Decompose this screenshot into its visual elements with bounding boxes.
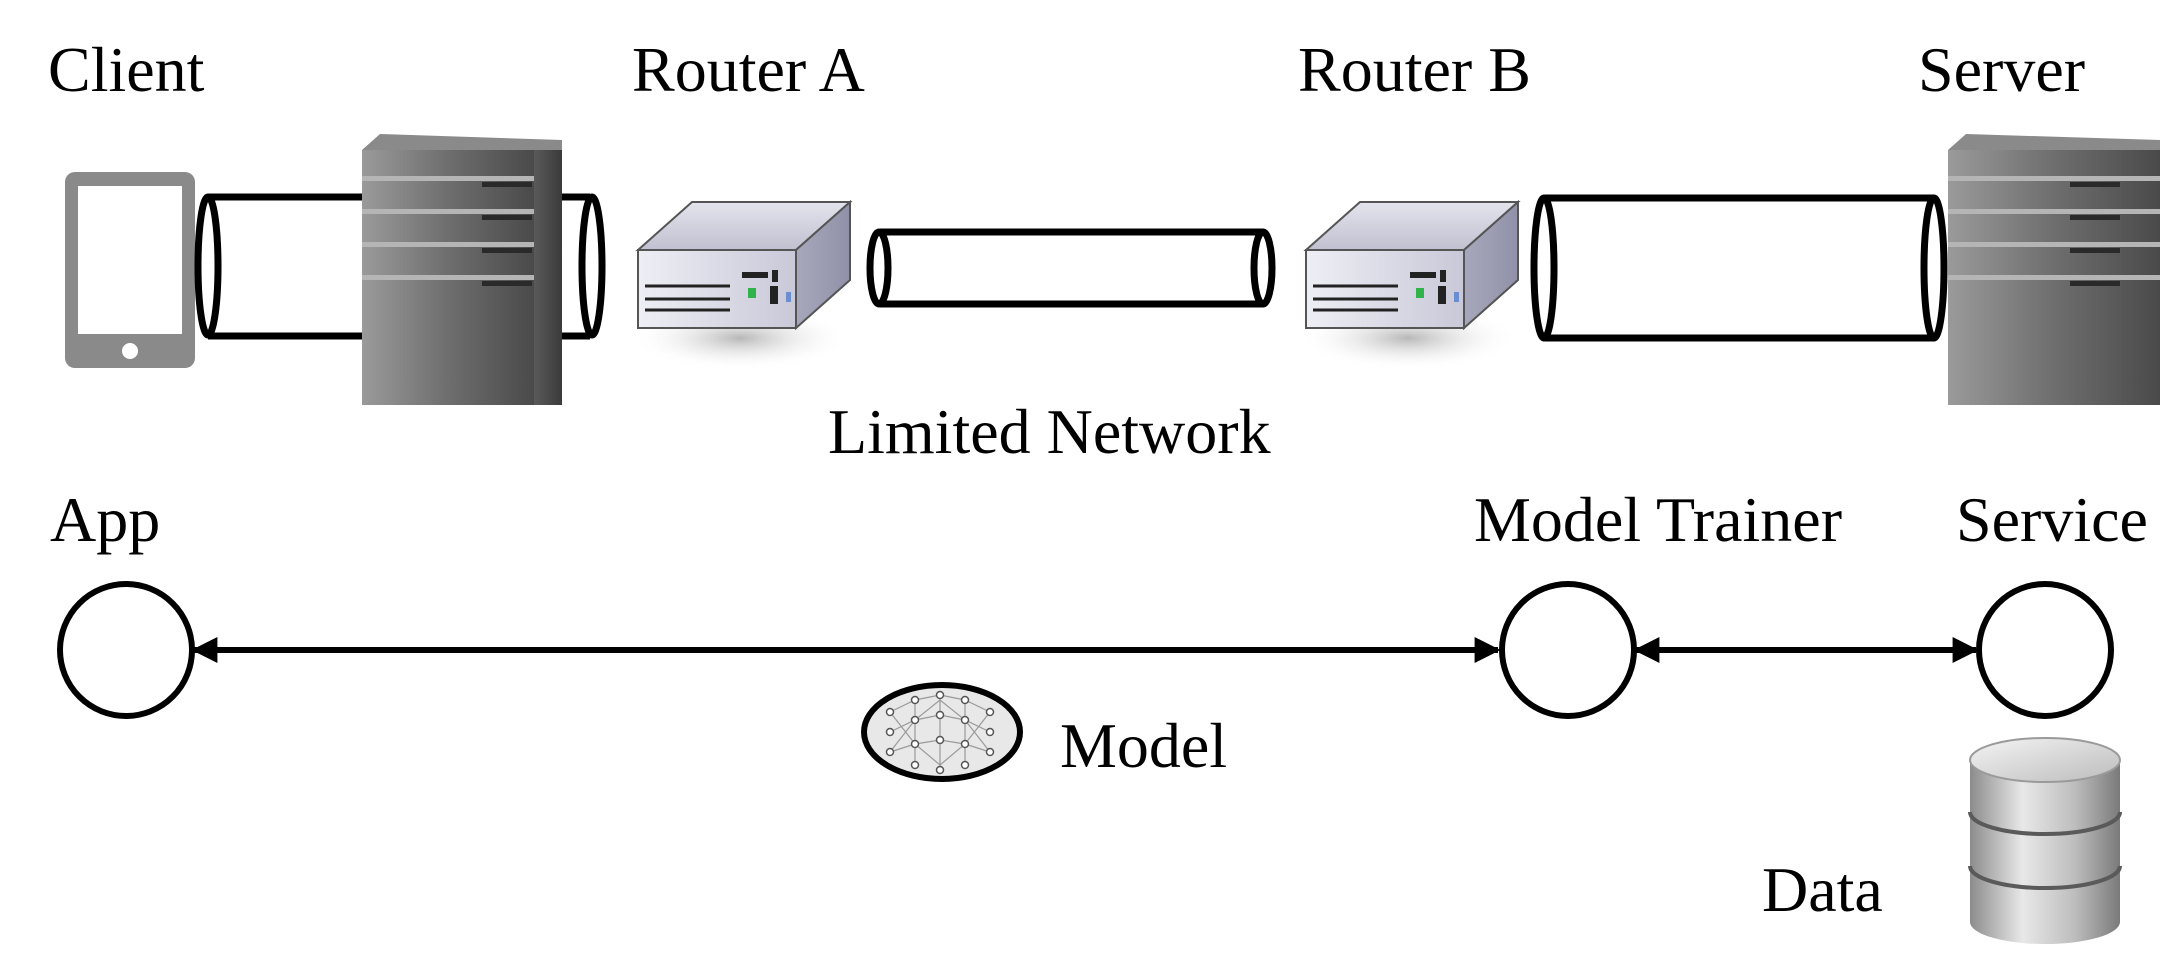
neural-network-icon [861, 682, 1023, 782]
client-link-pipe [194, 193, 372, 340]
client-label: Client [48, 34, 205, 105]
database-icon [1968, 737, 2122, 944]
model-trainer-label: Model Trainer [1474, 484, 1842, 555]
model-trainer-node [1499, 581, 1637, 719]
router-a-label: Router A [632, 34, 865, 105]
service-node [1976, 581, 2114, 719]
client-host-pipe [562, 193, 606, 340]
service-label: Service [1956, 484, 2148, 555]
model-label: Model [1060, 710, 1228, 781]
server-link-pipe [1530, 194, 1948, 342]
limited-network-label: Limited Network [828, 396, 1271, 467]
server-tower-icon [362, 134, 562, 405]
app-label: App [50, 484, 161, 555]
router-b-label: Router B [1298, 34, 1531, 105]
tablet-icon [65, 172, 195, 368]
router-b-icon [1298, 199, 1521, 370]
server-label: Server [1918, 34, 2086, 105]
server-tower-icon [1948, 134, 2160, 405]
app-node [57, 581, 195, 719]
router-a-icon [630, 199, 853, 370]
limited-network-pipe [866, 228, 1276, 308]
data-label: Data [1762, 854, 1883, 925]
